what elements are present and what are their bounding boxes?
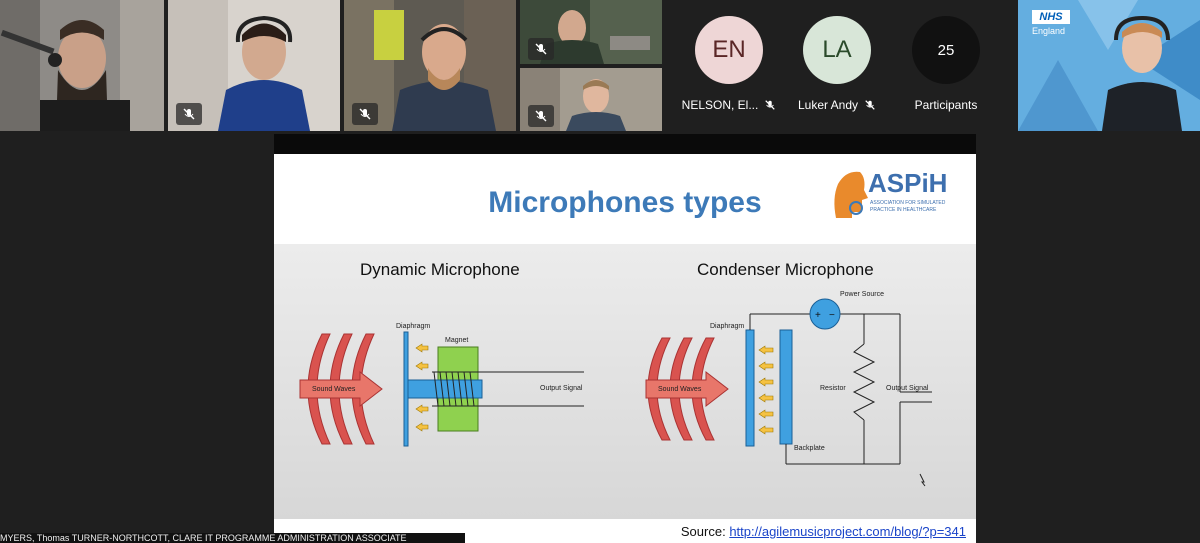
avatar: LA <box>803 16 871 84</box>
muted-mic-icon <box>528 105 554 127</box>
video-tile-1[interactable] <box>0 0 164 131</box>
nhs-logo: NHS <box>1032 10 1070 24</box>
muted-mic-icon <box>865 100 875 110</box>
video-tile-5[interactable] <box>520 68 662 131</box>
nhs-logo-sub: England <box>1032 26 1066 36</box>
dynamic-sound-arrow: Sound Waves <box>299 370 383 408</box>
source-link[interactable]: http://agilemusicproject.com/blog/?p=341 <box>729 524 966 539</box>
logo-subtitle-1: ASSOCIATION FOR SIMULATED <box>870 200 946 206</box>
power-source-icon <box>809 298 841 330</box>
condenser-circuit <box>749 313 932 465</box>
power-source-label: Power Source <box>840 291 884 298</box>
svg-text:Output Signal: Output Signal <box>886 385 929 392</box>
diagram-svg: Sound Waves Diaphragm Magnet Output Sign… <box>299 291 932 487</box>
participant-tile-en[interactable]: EN NELSON, El... <box>674 0 784 132</box>
dynamic-yellow-arrows <box>415 343 429 432</box>
svg-text:Sound Waves: Sound Waves <box>658 386 702 393</box>
diaphragm-label: Diaphragm <box>396 323 430 330</box>
condenser-sound-waves <box>647 337 715 441</box>
participant-video-nhs <box>1018 0 1200 131</box>
logo-text: ASPiH <box>868 168 948 198</box>
participant-video-1 <box>0 0 164 131</box>
source-line: Source: http://agilemusicproject.com/blo… <box>681 524 966 539</box>
avatar: EN <box>695 16 763 84</box>
participant-tile-la[interactable]: LA Luker Andy <box>782 0 892 132</box>
shared-screen[interactable]: Microphones types ASPiH ASSOCIATION FOR … <box>274 134 976 543</box>
condenser-title: Condenser Microphone <box>697 260 874 279</box>
dynamic-title: Dynamic Microphone <box>360 260 520 279</box>
condenser-diaphragm <box>745 329 755 447</box>
svg-text:+: + <box>815 310 821 321</box>
live-caption: MYERS, Thomas TURNER-NORTHCOTT, CLARE IT… <box>0 533 465 543</box>
muted-mic-icon <box>176 103 202 125</box>
magnet-label: Magnet <box>445 337 468 344</box>
source-label: Source: <box>680 524 726 539</box>
slide-top-bar <box>274 134 976 154</box>
dynamic-coil-core <box>407 379 483 399</box>
muted-mic-icon <box>528 38 554 60</box>
dynamic-coil <box>432 371 584 407</box>
svg-text:Diaphragm: Diaphragm <box>710 323 744 330</box>
svg-text:−: − <box>829 310 835 321</box>
video-tile-3[interactable] <box>344 0 516 131</box>
condenser-yellow-arrows <box>758 345 774 435</box>
slide-header: Microphones types ASPiH ASSOCIATION FOR … <box>274 154 976 244</box>
backplate <box>779 329 793 445</box>
sound-waves-label: Sound Waves <box>312 386 356 393</box>
participants-label: Participants <box>914 98 978 112</box>
dynamic-diaphragm <box>403 331 409 447</box>
participant-video-2 <box>168 0 340 131</box>
muted-mic-icon <box>352 103 378 125</box>
participant-video-3 <box>344 0 516 131</box>
output-signal-label: Output Signal <box>540 385 583 392</box>
video-tile-2[interactable] <box>168 0 340 131</box>
dynamic-sound-waves <box>307 333 375 445</box>
slide-title: Microphones types <box>488 186 762 219</box>
participants-button[interactable]: 25 Participants <box>891 0 1001 132</box>
video-tile-nhs[interactable]: NHS England <box>1018 0 1200 131</box>
participants-count: 25 <box>912 16 980 84</box>
microphone-diagram: Dynamic Microphone Condenser Microphone … <box>274 244 976 519</box>
muted-mic-icon <box>765 100 776 110</box>
backplate-label: Backplate <box>794 445 825 452</box>
aspih-logo: ASPiH ASSOCIATION FOR SIMULATED PRACTICE… <box>830 168 956 222</box>
resistor-label: Resistor <box>820 385 846 392</box>
logo-subtitle-2: PRACTICE IN HEALTHCARE <box>870 207 937 213</box>
participant-name: Luker Andy <box>797 98 859 112</box>
mouse-cursor-icon <box>919 473 926 487</box>
participant-name: NELSON, El... <box>681 98 759 112</box>
condenser-sound-arrow: Sound Waves <box>645 370 729 408</box>
participant-video-5 <box>520 68 662 131</box>
video-tile-4[interactable] <box>520 0 662 64</box>
